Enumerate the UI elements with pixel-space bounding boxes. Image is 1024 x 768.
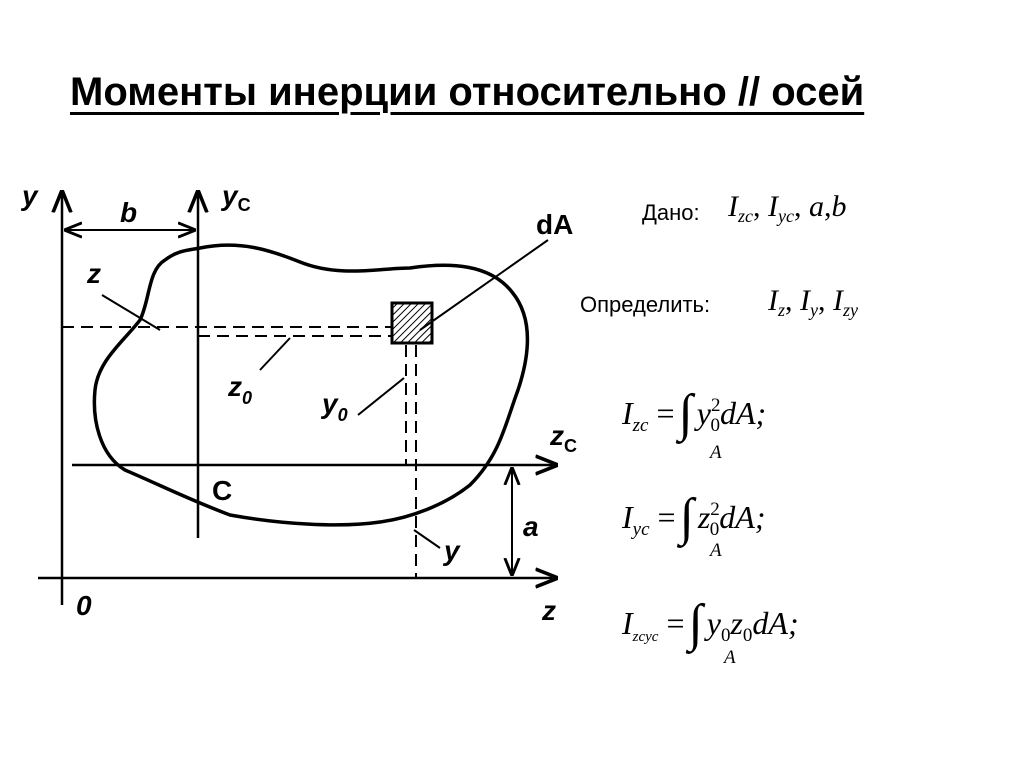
- formula-iyc-int-sub: A: [710, 540, 722, 561]
- label-y-small: y: [442, 535, 461, 566]
- label-z-small: z: [86, 258, 101, 289]
- label-zc: zC: [549, 420, 577, 456]
- label-yc: yC: [220, 180, 251, 215]
- body-outline: [92, 243, 530, 527]
- leader-z: [101, 294, 161, 331]
- given-expression: Izc, Iyc, a,b: [728, 190, 847, 226]
- label-C: C: [212, 475, 232, 506]
- leader-y: [413, 529, 441, 549]
- leader-z0: [259, 337, 291, 371]
- label-b: b: [120, 197, 137, 228]
- formula-izc: Izc =∫y20dA;: [622, 385, 767, 442]
- formula-izc-int-sub: A: [710, 442, 722, 463]
- label-y: y: [20, 180, 39, 211]
- label-z0: z0: [227, 371, 252, 408]
- find-expression: Iz, Iy, Izy: [768, 284, 859, 320]
- label-a: a: [523, 511, 539, 542]
- leader-y0: [357, 377, 405, 416]
- element-dA: [390, 301, 434, 345]
- formula-izcyc-int-sub: A: [724, 647, 736, 668]
- label-dA: dA: [536, 209, 573, 240]
- formula-iyc: Iyc =∫z20dA;: [622, 489, 766, 546]
- label-y0: y0: [320, 388, 348, 425]
- leader-dA: [419, 239, 549, 331]
- formula-izcyc: Izcyc =∫y0z0dA;: [622, 595, 799, 652]
- find-label: Определить:: [580, 292, 711, 317]
- label-origin: 0: [76, 590, 92, 621]
- label-z: z: [541, 595, 556, 626]
- given-label: Дано:: [642, 200, 700, 225]
- slide-title: Моменты инерции относительно // осей: [70, 70, 865, 114]
